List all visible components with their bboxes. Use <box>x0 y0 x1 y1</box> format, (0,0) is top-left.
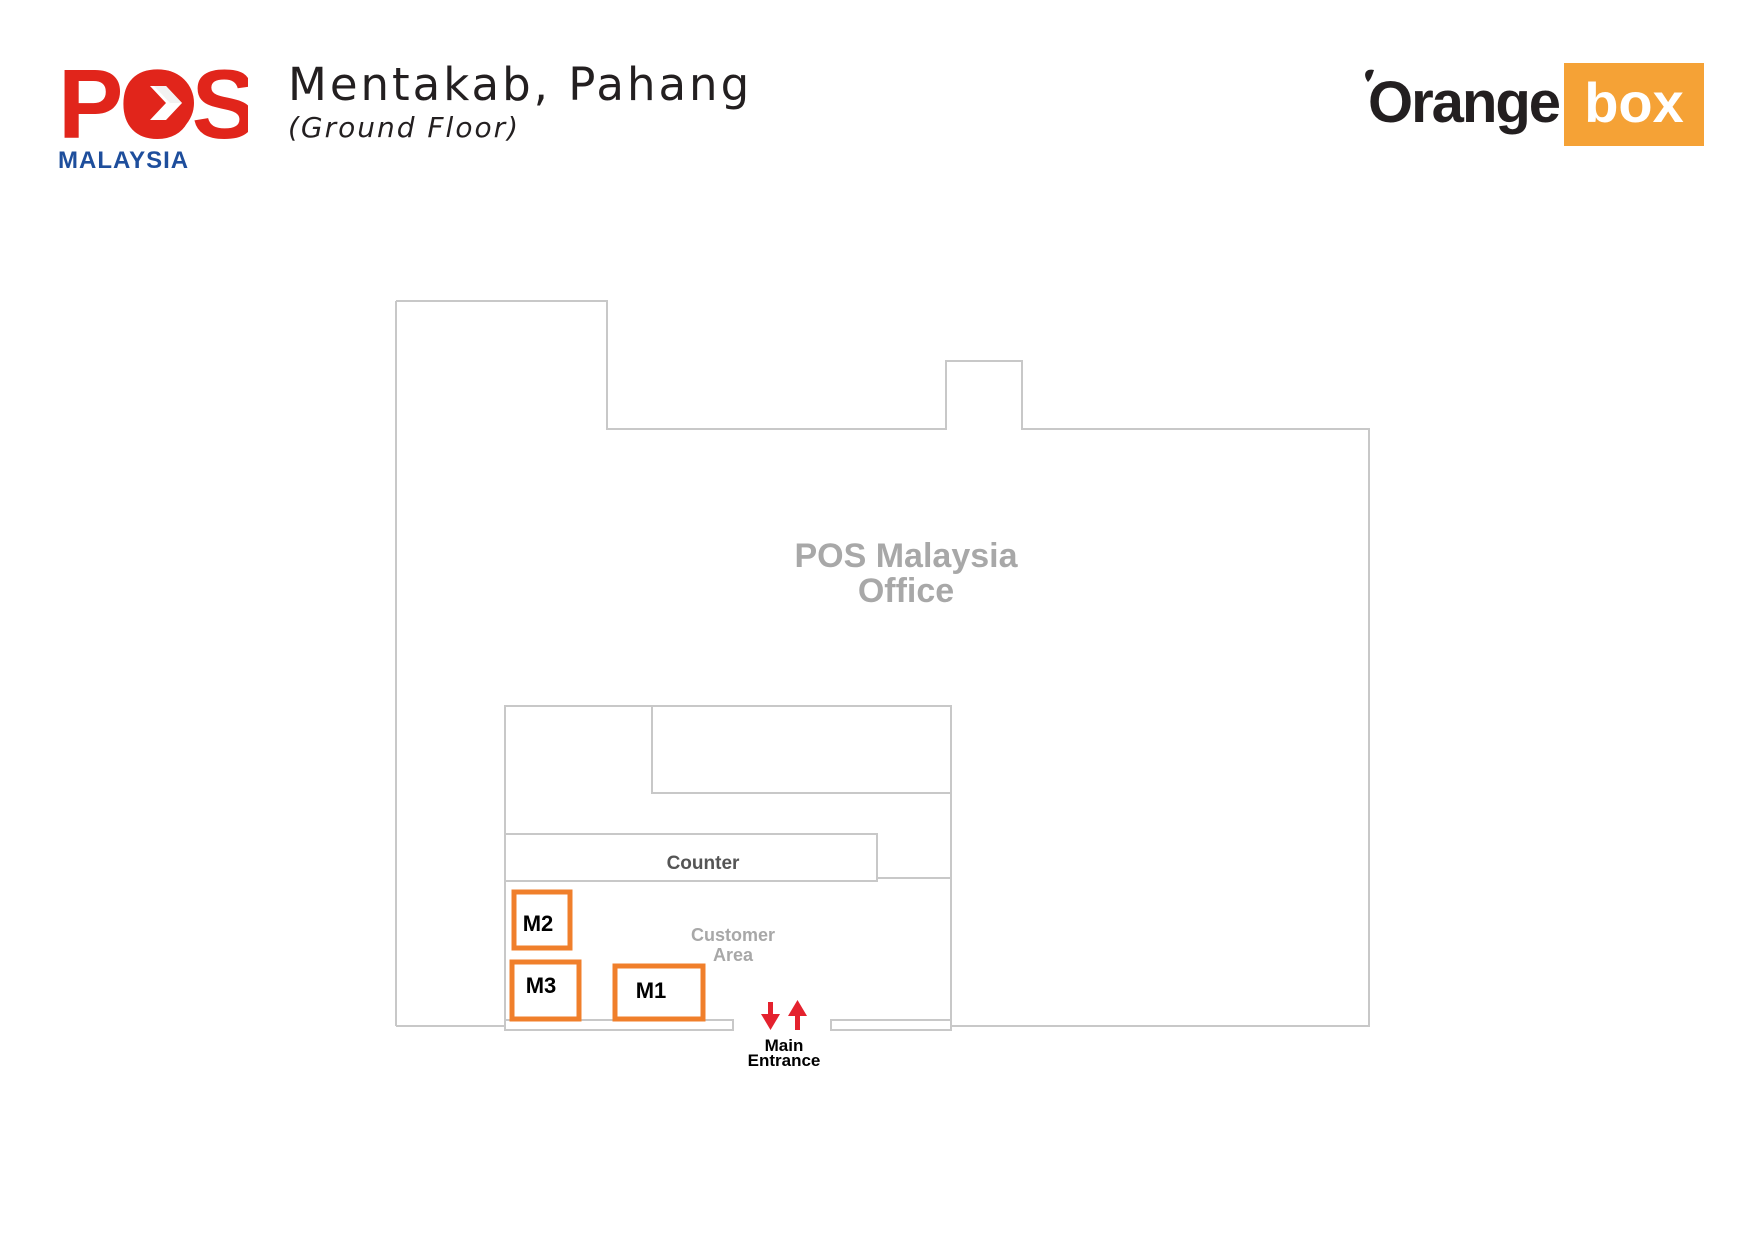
page-title: Mentakab, Pahang <box>288 58 753 111</box>
locker-m2 <box>511 889 573 951</box>
pos-malaysia-logo: POS MALAYSIA <box>58 56 248 171</box>
customer-area-label-line2: Area <box>713 945 754 965</box>
pos-country-label: MALAYSIA <box>58 147 189 171</box>
leaf-icon <box>1365 69 1374 82</box>
locker-m1-label: M1 <box>636 978 667 1003</box>
counter-label: Counter <box>667 853 740 874</box>
orangebox-box-badge <box>1564 63 1704 146</box>
pos-chevron-icon <box>128 70 194 136</box>
office-label-line1: POS Malaysia <box>794 537 1018 575</box>
locker-m3 <box>509 959 582 1022</box>
front-wall-right <box>830 1019 952 1031</box>
locker-m2-label: M2 <box>523 911 554 936</box>
locker-m1 <box>612 963 706 1022</box>
entrance-label-line2: Entrance <box>748 1051 821 1070</box>
back-room-wall <box>651 706 951 794</box>
entrance-label-line1: Main <box>765 1036 804 1055</box>
building-outline <box>395 300 1370 1027</box>
orangebox-word-box: box <box>1584 71 1684 134</box>
page-subtitle: (Ground Floor) <box>288 111 521 144</box>
customer-area-label-line1: Customer <box>691 925 775 945</box>
orangebox-word-orange: Orange <box>1368 70 1560 135</box>
office-label-line2: Office <box>858 572 954 610</box>
locker-m3-label: M3 <box>526 973 557 998</box>
entrance-arrows-icon <box>761 1000 807 1030</box>
orangebox-logo: Orange box <box>1365 63 1704 146</box>
counter-block <box>504 833 878 882</box>
